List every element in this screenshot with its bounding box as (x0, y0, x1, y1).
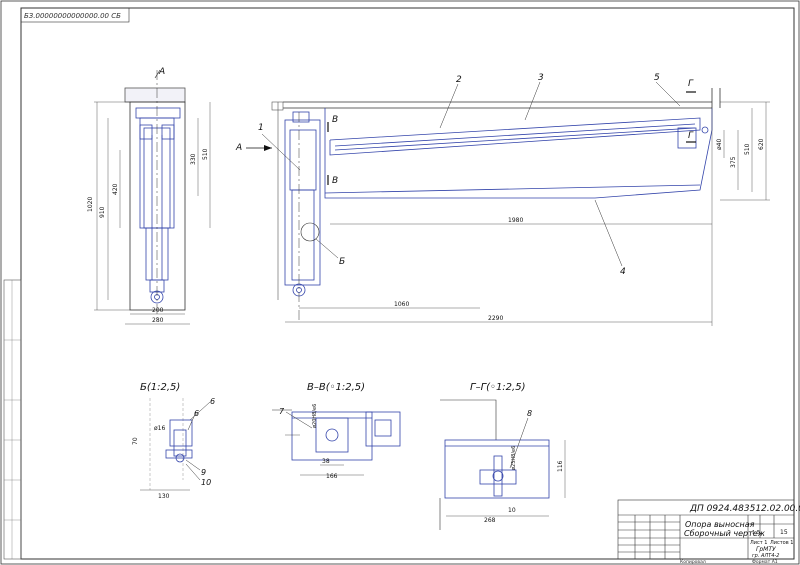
title-scale: 1:5 (752, 530, 760, 536)
callout-5: 5 (654, 73, 660, 83)
section-g-bottom: Г (688, 131, 694, 141)
title-sheets: Листов 1 (770, 540, 793, 546)
dim-510: 510 (202, 148, 209, 160)
view-a-label: А (235, 143, 242, 153)
title-org-1: ГрМТУ (756, 546, 776, 553)
dim-10: 10 (508, 507, 516, 514)
dim-375: 375 (730, 156, 737, 168)
dim-38: 38 (322, 458, 330, 465)
callout-7: 7 (279, 407, 285, 416)
left-dimension-lines (94, 101, 211, 325)
callout-3: 3 (538, 73, 544, 83)
callout-2: 2 (456, 75, 462, 85)
detail-b-title: Б(1:2,5) (140, 382, 180, 393)
callout-8: 8 (527, 409, 532, 418)
title-sheet: Лист 1 (750, 540, 767, 546)
main-view (283, 88, 721, 297)
dim-o16: ø16 (154, 425, 165, 432)
detail-b-view: Б(1:2,5) 130 70 ø16 6 6 9 10 (132, 382, 215, 500)
callout-4: 4 (620, 267, 626, 277)
callout-10: 10 (201, 478, 211, 487)
dim-200: 200 (152, 307, 164, 314)
title-org-2: гр. АЛТ4-2 (752, 553, 779, 559)
section-v-top: В (332, 115, 338, 125)
dim-116: 116 (557, 460, 564, 472)
section-v-bottom: В (332, 176, 338, 186)
dim-70: 70 (132, 437, 139, 445)
title-copied: Копировал (680, 559, 706, 565)
dim-fit-vv: ø20Н8/е6 (312, 404, 318, 428)
dim-130: 130 (158, 493, 170, 500)
dim-166: 166 (326, 473, 338, 480)
title-name-1: Опора выносная (685, 520, 755, 529)
dim-268: 268 (484, 517, 496, 524)
main-dimension-lines (285, 101, 770, 326)
dim-330: 330 (190, 153, 197, 165)
left-cut-label: А (158, 67, 165, 77)
dim-1980: 1980 (508, 217, 523, 224)
detail-b-label: Б (339, 257, 345, 267)
callout-1: 1 (258, 123, 264, 133)
top-stamp-box (20, 7, 130, 23)
title-code: ДП 0924.483512.02.00.000 СБ (689, 504, 800, 514)
left-margin-strip (3, 279, 22, 560)
dim-1060: 1060 (394, 301, 409, 308)
title-format: Формат А1 (752, 559, 778, 565)
top-stamp-text: БЗ.00000000000000.00 СБ (24, 12, 121, 20)
dim-620: 620 (758, 138, 765, 150)
dim-2290: 2290 (488, 315, 503, 322)
left-view (124, 87, 186, 311)
detail-gg-title: Г–Г(◦1:2,5) (470, 382, 525, 393)
dim-o40: ø40 (716, 139, 723, 150)
dim-420: 420 (112, 183, 119, 195)
dim-510-main: 510 (744, 143, 751, 155)
title-block (617, 499, 795, 560)
detail-gg-view: Г–Г(◦1:2,5) 268 116 ø25Н8/е6 10 8 (439, 382, 566, 530)
callout-9: 9 (201, 468, 206, 477)
detail-vv-view: В–В(◦1:2,5) 166 38 ø20Н8/е6 7 (272, 382, 401, 480)
callout-6: 6 (210, 397, 215, 406)
title-mass: 15 (780, 529, 788, 536)
title-name-2: Сборочный чертеж (684, 529, 766, 538)
dim-910: 910 (99, 206, 106, 218)
detail-b-circle (300, 222, 320, 242)
detail-vv-title: В–В(◦1:2,5) (307, 382, 365, 393)
dim-fit-gg: ø25Н8/е6 (511, 446, 517, 470)
dim-280: 280 (152, 317, 164, 324)
dim-1020: 1020 (87, 197, 94, 212)
callout-6b: 6 (194, 409, 199, 418)
section-g-top: Г (688, 79, 694, 89)
